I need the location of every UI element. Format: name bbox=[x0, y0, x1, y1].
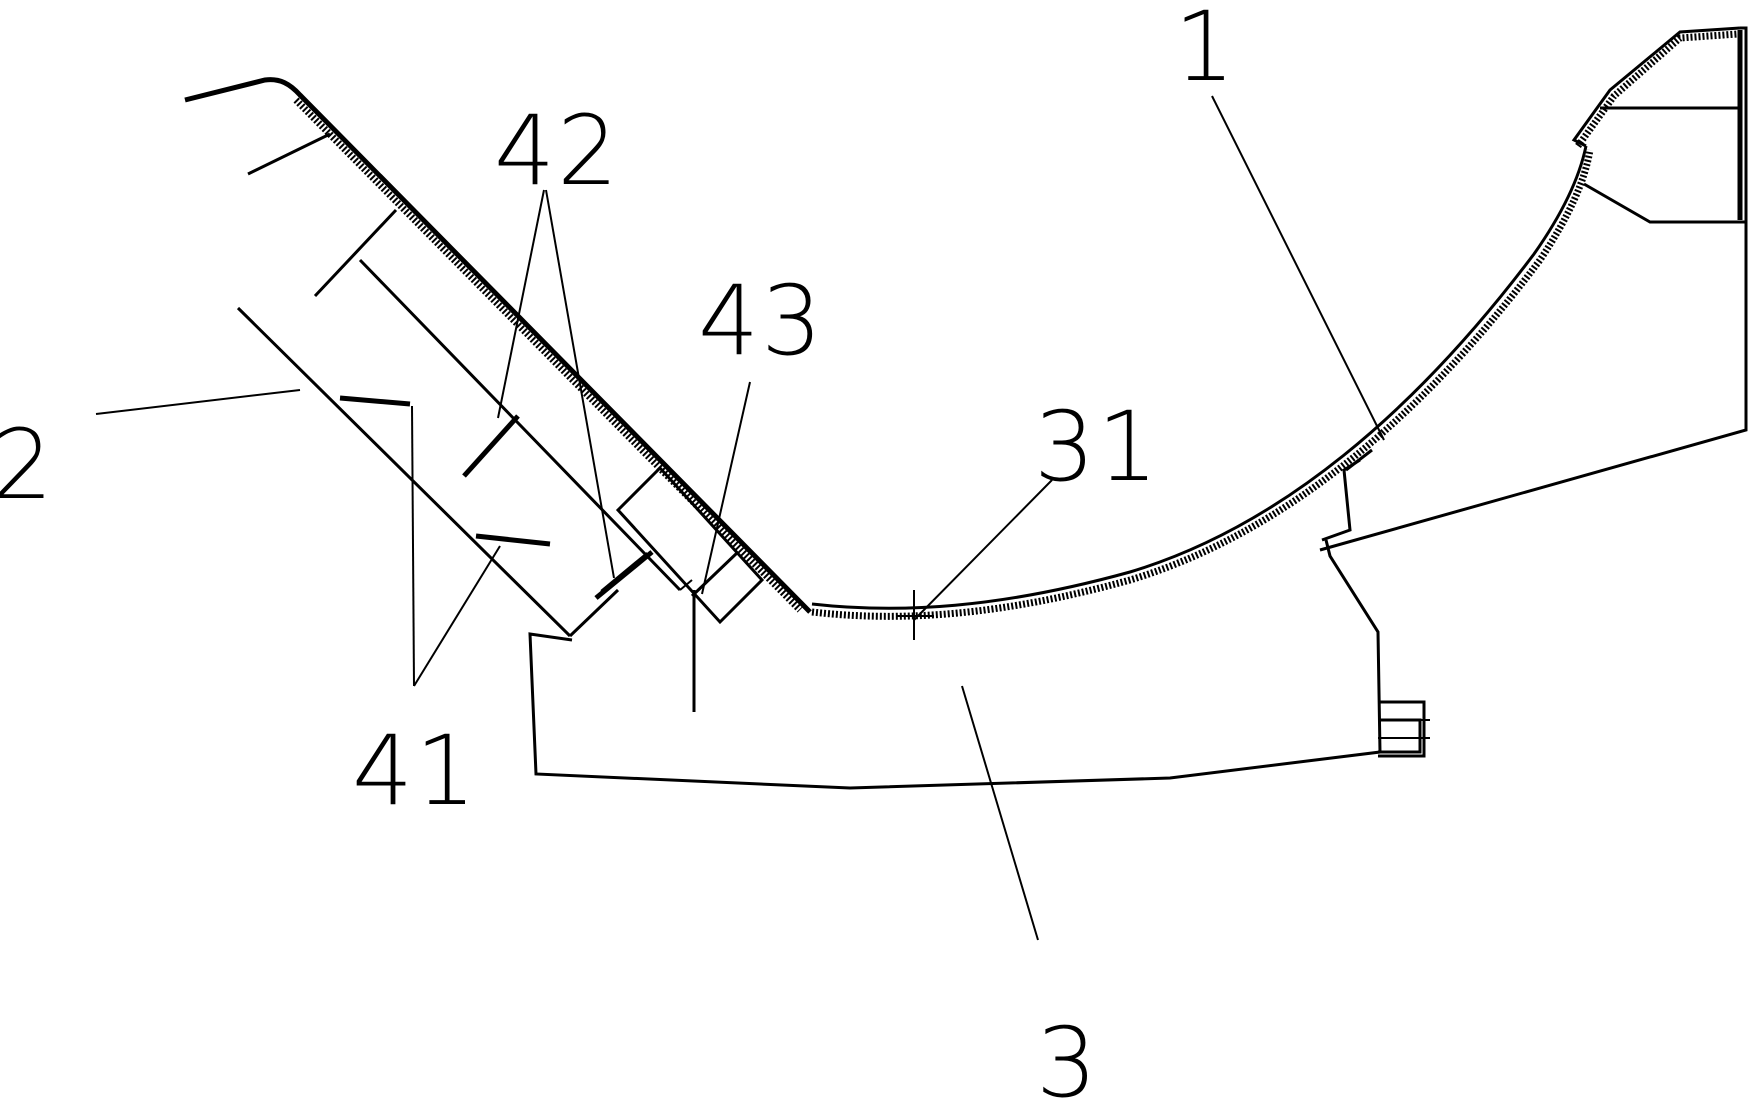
leader-part-41-b bbox=[413, 545, 501, 687]
label-part-1: 1 bbox=[1174, 0, 1237, 103]
leader-part-2 bbox=[95, 389, 301, 415]
inclined-plate bbox=[184, 77, 812, 638]
leader-lines bbox=[95, 95, 1385, 941]
label-part-2: 2 bbox=[0, 409, 55, 521]
leader-part-41-a bbox=[411, 405, 415, 687]
leader-part-43 bbox=[701, 381, 751, 595]
leader-part-31 bbox=[913, 479, 1053, 621]
leader-part-42-b bbox=[545, 189, 615, 579]
reference-labels: 1 2 3 31 41 42 43 bbox=[0, 0, 1237, 1101]
label-part-42: 42 bbox=[494, 95, 620, 207]
leader-part-1 bbox=[1211, 95, 1385, 441]
leader-part-3 bbox=[961, 685, 1039, 941]
internal-ribs bbox=[339, 395, 696, 712]
leader-part-42-a bbox=[497, 189, 545, 419]
label-part-41: 41 bbox=[352, 715, 478, 827]
label-part-31: 31 bbox=[1034, 391, 1160, 503]
base-body bbox=[528, 539, 1430, 790]
label-part-3: 3 bbox=[1036, 1007, 1099, 1101]
trough-shell bbox=[811, 26, 1748, 620]
label-part-43: 43 bbox=[698, 265, 824, 377]
